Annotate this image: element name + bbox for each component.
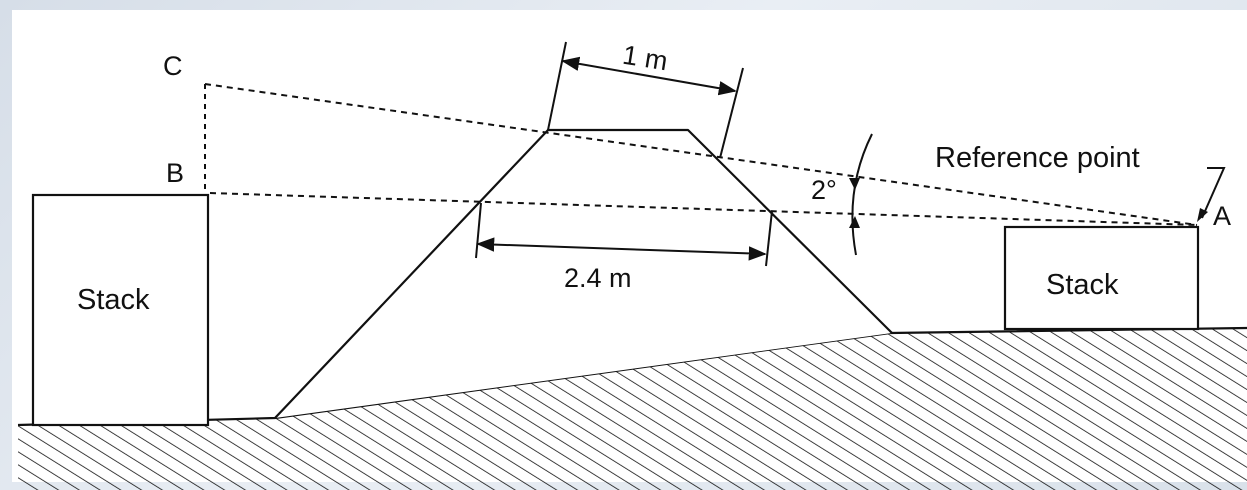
angle-arrow-top bbox=[849, 178, 860, 190]
label-point-c: C bbox=[163, 51, 183, 81]
label-reference-point: Reference point bbox=[935, 142, 1140, 174]
label-point-b: B bbox=[166, 158, 184, 188]
label-angle: 2° bbox=[811, 175, 837, 205]
label-right-stack: Stack bbox=[1046, 269, 1119, 301]
top-dim-arrow bbox=[561, 56, 737, 96]
top-dim-ext-right bbox=[719, 67, 744, 159]
ground-hatch bbox=[18, 328, 1247, 490]
angle-arc bbox=[851, 133, 873, 256]
left-stack-box bbox=[31, 193, 210, 427]
upper-sight-line bbox=[204, 83, 1198, 226]
label-point-a: A bbox=[1213, 201, 1231, 231]
mid-dim-ext-right bbox=[765, 210, 773, 267]
top-dim-ext-left bbox=[547, 41, 567, 131]
reference-pointer bbox=[1201, 167, 1226, 219]
mid-dim-arrow bbox=[476, 237, 767, 261]
label-left-stack: Stack bbox=[77, 284, 150, 316]
angle-arrow-bottom bbox=[849, 216, 860, 228]
right-stack-box bbox=[1003, 225, 1200, 331]
stockpile-outline bbox=[274, 128, 893, 419]
label-mid-width: 2.4 m bbox=[564, 263, 632, 293]
label-top-width: 1 m bbox=[621, 40, 670, 77]
reference-arrow bbox=[1197, 208, 1208, 222]
